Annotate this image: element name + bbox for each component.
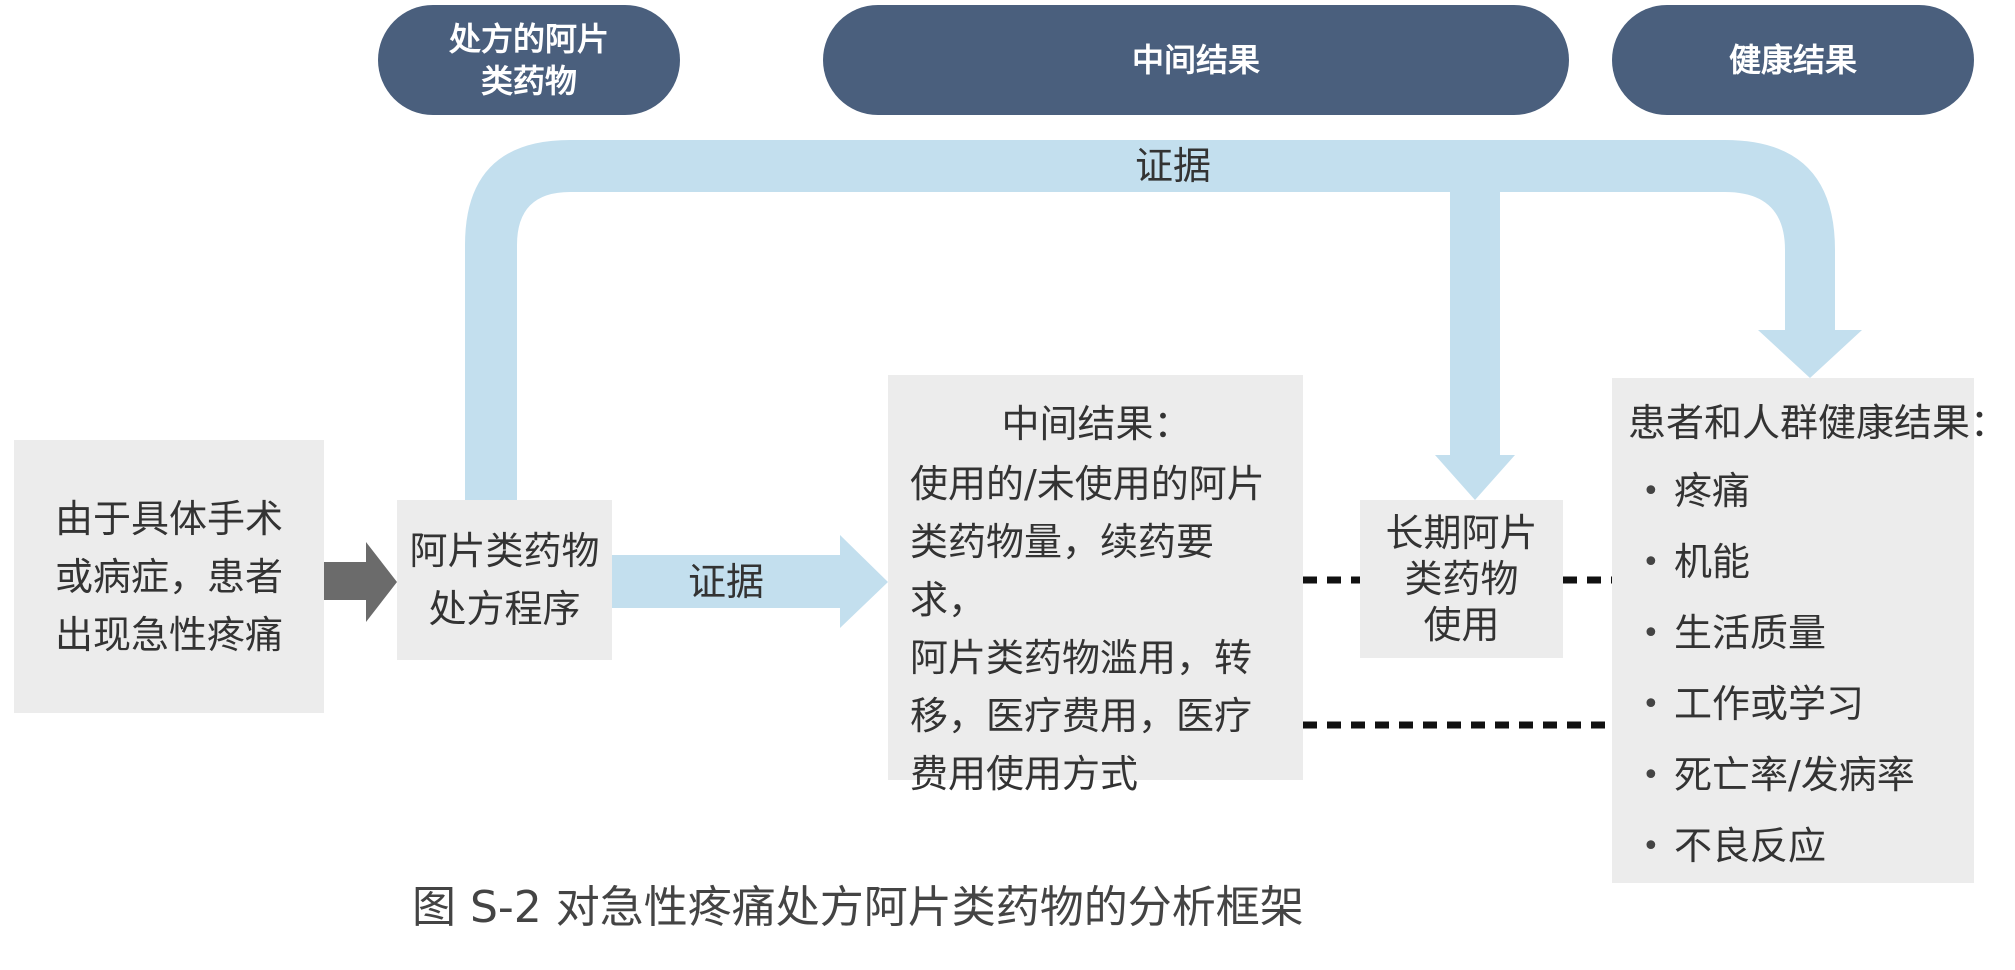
input-arrow [323,542,397,622]
intermediate-line-5: 费用使用方式 [910,752,1139,796]
outcome-item: • 死亡率/发病率 [1628,740,1974,811]
outcome-label: 工作或学习 [1674,682,1865,726]
header-prescribed-opioids: 处方的阿片 类药物 [378,5,680,115]
outcome-item: • 疼痛 [1628,456,1974,527]
evidence-label-top: 证据 [1135,144,1212,188]
prescription-line-2: 处方程序 [428,587,581,631]
long-term-use-box: 长期阿片 类药物 使用 [1360,500,1563,658]
evidence-label-middle: 证据 [688,560,765,604]
figure-caption: 图 S-2 对急性疼痛处方阿片类药物的分析框架 [412,882,1304,933]
outcome-label: 生活质量 [1674,611,1827,655]
outcome-label: 机能 [1674,540,1751,584]
outcome-label: 疼痛 [1674,469,1751,513]
outcome-item: • 生活质量 [1628,598,1974,669]
header-health-outcomes: 健康结果 [1612,5,1974,115]
bullet-icon: • [1642,545,1660,580]
intermediate-line-4: 移，医疗费用，医疗 [910,694,1253,738]
header-prescribed-opioids-line2: 类药物 [480,62,577,100]
bullet-icon: • [1642,616,1660,651]
outcome-label: 死亡率/发病率 [1674,753,1915,797]
outcome-label: 不良反应 [1674,824,1827,868]
evidence-loop-arrow [465,140,1862,500]
bullet-icon: • [1642,687,1660,722]
intermediate-title: 中间结果： [1001,402,1192,446]
patient-condition-box: 由于具体手术 或病症，患者 出现急性疼痛 [14,440,324,713]
bullet-icon: • [1642,474,1660,509]
header-intermediate-outcomes: 中间结果 [823,5,1569,115]
outcomes-list: • 疼痛 • 机能 • 生活质量 • 工作或学习 • 死亡率/发病率 • 不良反… [1628,456,1974,882]
longterm-line-1: 长期阿片 [1385,511,1538,555]
outcome-item: • 不良反应 [1628,811,1974,882]
evidence-middle-arrow [612,535,888,628]
prescription-line-1: 阿片类药物 [409,529,600,573]
outcomes-title: 患者和人群健康结果： [1628,401,2009,445]
intermediate-line-2: 类药物量，续药要求， [910,520,1215,622]
intermediate-line-1: 使用的/未使用的阿片 [910,462,1265,506]
health-outcomes-box: 患者和人群健康结果： • 疼痛 • 机能 • 生活质量 • 工作或学习 • 死亡… [1612,378,2009,883]
bullet-icon: • [1642,758,1660,793]
patient-line-3: 出现急性疼痛 [54,612,283,657]
longterm-line-3: 使用 [1423,603,1500,647]
header-intermediate-outcomes-label: 中间结果 [1131,41,1260,79]
patient-line-2: 或病症，患者 [54,554,283,599]
outcome-item: • 机能 [1628,527,1974,598]
prescription-process-box: 阿片类药物 处方程序 [397,500,612,660]
intermediate-outcomes-box: 中间结果： 使用的/未使用的阿片 类药物量，续药要求， 阿片类药物滥用，转 移，… [888,375,1303,796]
header-health-outcomes-label: 健康结果 [1728,41,1857,79]
longterm-line-2: 类药物 [1404,557,1519,601]
bullet-icon: • [1642,829,1660,864]
patient-line-1: 由于具体手术 [54,496,283,541]
intermediate-line-3: 阿片类药物滥用，转 [910,636,1253,680]
outcome-item: • 工作或学习 [1628,669,1974,740]
header-prescribed-opioids-line1: 处方的阿片 [448,20,609,58]
